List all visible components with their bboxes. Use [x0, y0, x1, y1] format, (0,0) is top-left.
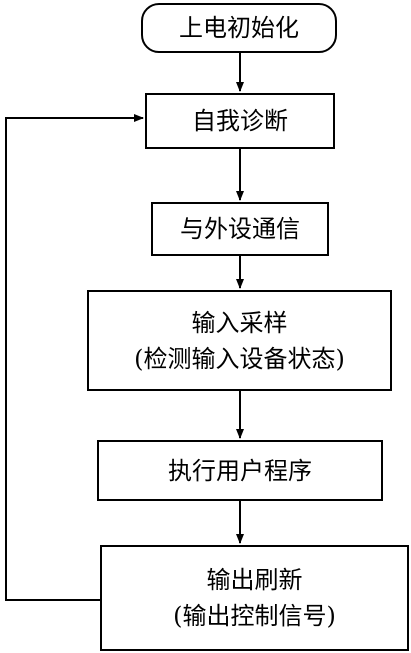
- arrow-output-loop-back-to-selfdiag: [5, 114, 144, 601]
- node-label-line: 与外设通信: [180, 215, 300, 243]
- node-input-sampling: 输入采样 (检测输入设备状态): [87, 290, 392, 391]
- node-label-line: 自我诊断: [192, 107, 288, 135]
- node-label-line: 上电初始化: [179, 14, 299, 42]
- node-label-line: 输出刷新: [206, 566, 303, 594]
- node-peripheral-communication: 与外设通信: [151, 202, 329, 256]
- node-output-refresh: 输出刷新 (输出控制信号): [100, 545, 409, 651]
- node-label-line: 输入采样: [191, 308, 288, 337]
- node-label-line: (输出控制信号): [173, 602, 336, 630]
- node-power-on-init: 上电初始化: [141, 3, 337, 53]
- node-self-diagnosis: 自我诊断: [145, 93, 335, 149]
- node-label-line: (检测输入设备状态): [134, 344, 345, 373]
- node-execute-user-program: 执行用户程序: [97, 440, 383, 501]
- node-label-line: 执行用户程序: [168, 456, 312, 485]
